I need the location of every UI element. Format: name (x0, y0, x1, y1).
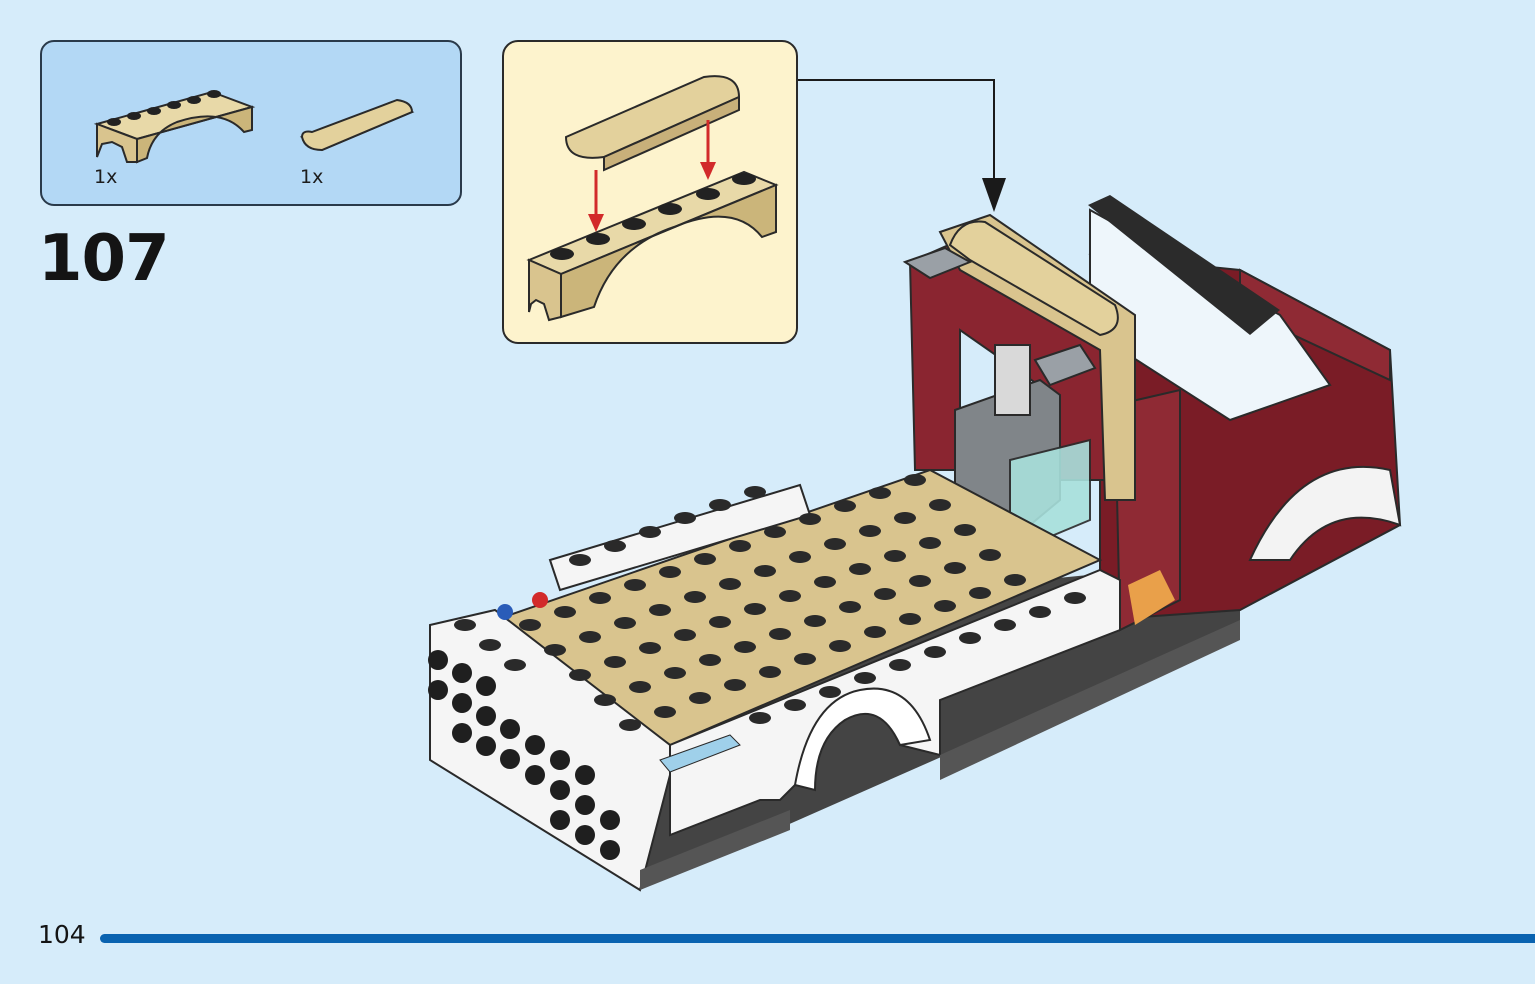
tan-slope-part-icon (299, 98, 415, 152)
subassembly-illustration (526, 75, 779, 322)
parts-list-box: 1x 1x (40, 40, 462, 206)
page-number: 104 (38, 920, 86, 949)
page-footer-rule (100, 934, 1535, 943)
tan-arch-part-icon (93, 90, 256, 164)
quantity-label: 1x (94, 166, 118, 188)
quantity-label: 1x (300, 166, 324, 188)
step-number: 107 (38, 222, 170, 296)
callout-subassembly-box (502, 40, 798, 344)
